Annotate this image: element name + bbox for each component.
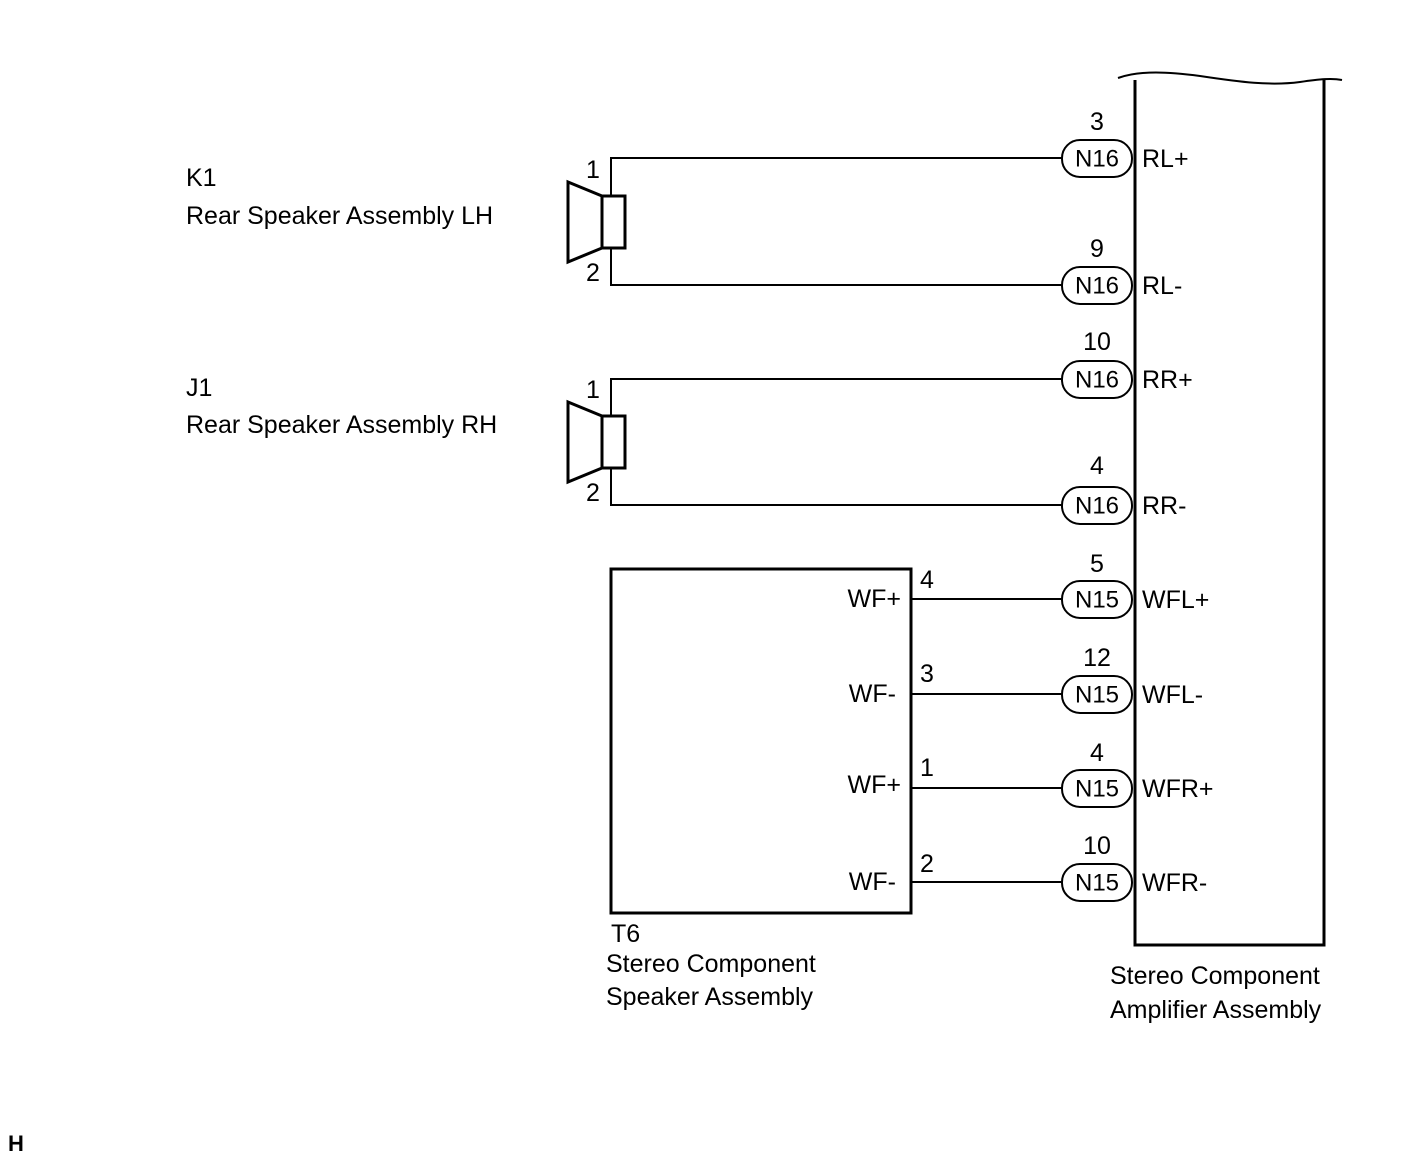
subwoofer-box bbox=[609, 567, 913, 915]
subwoofer-pin: 3 bbox=[920, 660, 934, 688]
connector-pin: 12 bbox=[1083, 644, 1111, 672]
signal-label: WFL+ bbox=[1142, 586, 1209, 614]
amplifier-box bbox=[1133, 80, 1326, 947]
subwoofer-terminal-label: WF- bbox=[849, 680, 896, 708]
speaker-j1-pin-2: 2 bbox=[586, 479, 600, 507]
connector-badge bbox=[1061, 139, 1133, 178]
connector-badge bbox=[1061, 486, 1133, 525]
wire-rl-minus bbox=[610, 248, 1062, 286]
speaker-k1-name: Rear Speaker Assembly LH bbox=[186, 202, 493, 230]
amplifier: Stereo Component Amplifier Assembly bbox=[1110, 71, 1343, 1024]
connector-pin: 3 bbox=[1090, 108, 1104, 136]
subwoofer-name-line1: Stereo Component bbox=[606, 950, 816, 978]
connector-label: N16 bbox=[1075, 367, 1119, 394]
amplifier-name-line2: Amplifier Assembly bbox=[1110, 996, 1322, 1024]
amp-terminal-wfr-minus: N15 10 WFR- bbox=[1061, 832, 1207, 902]
connector-label: N15 bbox=[1075, 870, 1119, 897]
connector-badge bbox=[1061, 769, 1133, 808]
amp-terminal-rr-plus: N16 10 RR+ bbox=[1061, 328, 1193, 399]
speaker-k1: K1 Rear Speaker Assembly LH 1 2 bbox=[186, 156, 627, 287]
signal-label: RL+ bbox=[1142, 145, 1189, 173]
subwoofer-t6: T6 Stereo Component Speaker Assembly WF+… bbox=[606, 566, 934, 1011]
subwoofer-pin: 4 bbox=[920, 566, 934, 594]
wire-rr-plus bbox=[610, 378, 1062, 416]
connector-pin: 5 bbox=[1090, 550, 1104, 578]
speaker-j1: J1 Rear Speaker Assembly RH 1 2 bbox=[186, 374, 627, 507]
connector-badge bbox=[1061, 863, 1133, 902]
amplifier-name-line1: Stereo Component bbox=[1110, 962, 1320, 990]
subwoofer-terminal-label: WF+ bbox=[848, 585, 901, 613]
connector-pin: 10 bbox=[1083, 832, 1111, 860]
signal-label: RR+ bbox=[1142, 366, 1193, 394]
speaker-cone-icon bbox=[566, 179, 604, 265]
signal-label: WFR- bbox=[1142, 869, 1207, 897]
amp-terminal-rl-plus: N16 3 RL+ bbox=[1061, 108, 1189, 178]
connector-label: N15 bbox=[1075, 776, 1119, 803]
connector-pin: 9 bbox=[1090, 235, 1104, 263]
connector-label: N16 bbox=[1075, 146, 1119, 173]
signal-label: RR- bbox=[1142, 492, 1186, 520]
speaker-k1-pin-1: 1 bbox=[586, 156, 600, 184]
signal-label: WFL- bbox=[1142, 681, 1203, 709]
connector-label: N16 bbox=[1075, 493, 1119, 520]
signal-label: WFR+ bbox=[1142, 775, 1214, 803]
speaker-j1-pin-1: 1 bbox=[586, 376, 600, 404]
amp-terminal-wfl-plus: N15 5 WFL+ bbox=[1061, 550, 1209, 619]
amp-terminal-wfr-plus: N15 4 WFR+ bbox=[1061, 739, 1214, 808]
connector-label: N15 bbox=[1075, 682, 1119, 709]
connector-badge bbox=[1061, 266, 1133, 305]
connector-badge bbox=[1061, 675, 1133, 714]
connector-label: N15 bbox=[1075, 587, 1119, 614]
speaker-cone-icon bbox=[566, 399, 604, 485]
wire-rr-minus bbox=[610, 468, 1062, 506]
subwoofer-name-line2: Speaker Assembly bbox=[606, 983, 814, 1011]
connector-badge bbox=[1061, 580, 1133, 619]
subwoofer-pin: 2 bbox=[920, 850, 934, 878]
signal-label: RL- bbox=[1142, 272, 1182, 300]
connector-pin: 10 bbox=[1083, 328, 1111, 356]
connector-label: N16 bbox=[1075, 273, 1119, 300]
subwoofer-terminal-label: WF- bbox=[849, 868, 896, 896]
subwoofer-code: T6 bbox=[611, 920, 640, 948]
corner-mark: H bbox=[8, 1131, 24, 1156]
amp-terminal-wfl-minus: N15 12 WFL- bbox=[1061, 644, 1203, 714]
speaker-k1-code: K1 bbox=[186, 164, 217, 192]
subwoofer-pin: 1 bbox=[920, 754, 934, 782]
speaker-j1-code: J1 bbox=[186, 374, 212, 402]
wire-rl-plus bbox=[610, 157, 1062, 196]
connector-badge bbox=[1061, 360, 1133, 399]
speaker-magnet bbox=[600, 194, 627, 250]
amp-terminal-rl-minus: N16 9 RL- bbox=[1061, 235, 1182, 305]
speaker-k1-pin-2: 2 bbox=[586, 259, 600, 287]
amplifier-break-line bbox=[1117, 71, 1343, 85]
amp-terminal-rr-minus: N16 4 RR- bbox=[1061, 452, 1186, 525]
speaker-magnet bbox=[600, 414, 627, 470]
speaker-j1-name: Rear Speaker Assembly RH bbox=[186, 411, 497, 439]
connector-pin: 4 bbox=[1090, 739, 1104, 767]
connector-pin: 4 bbox=[1090, 452, 1104, 480]
subwoofer-terminal-label: WF+ bbox=[848, 771, 901, 799]
